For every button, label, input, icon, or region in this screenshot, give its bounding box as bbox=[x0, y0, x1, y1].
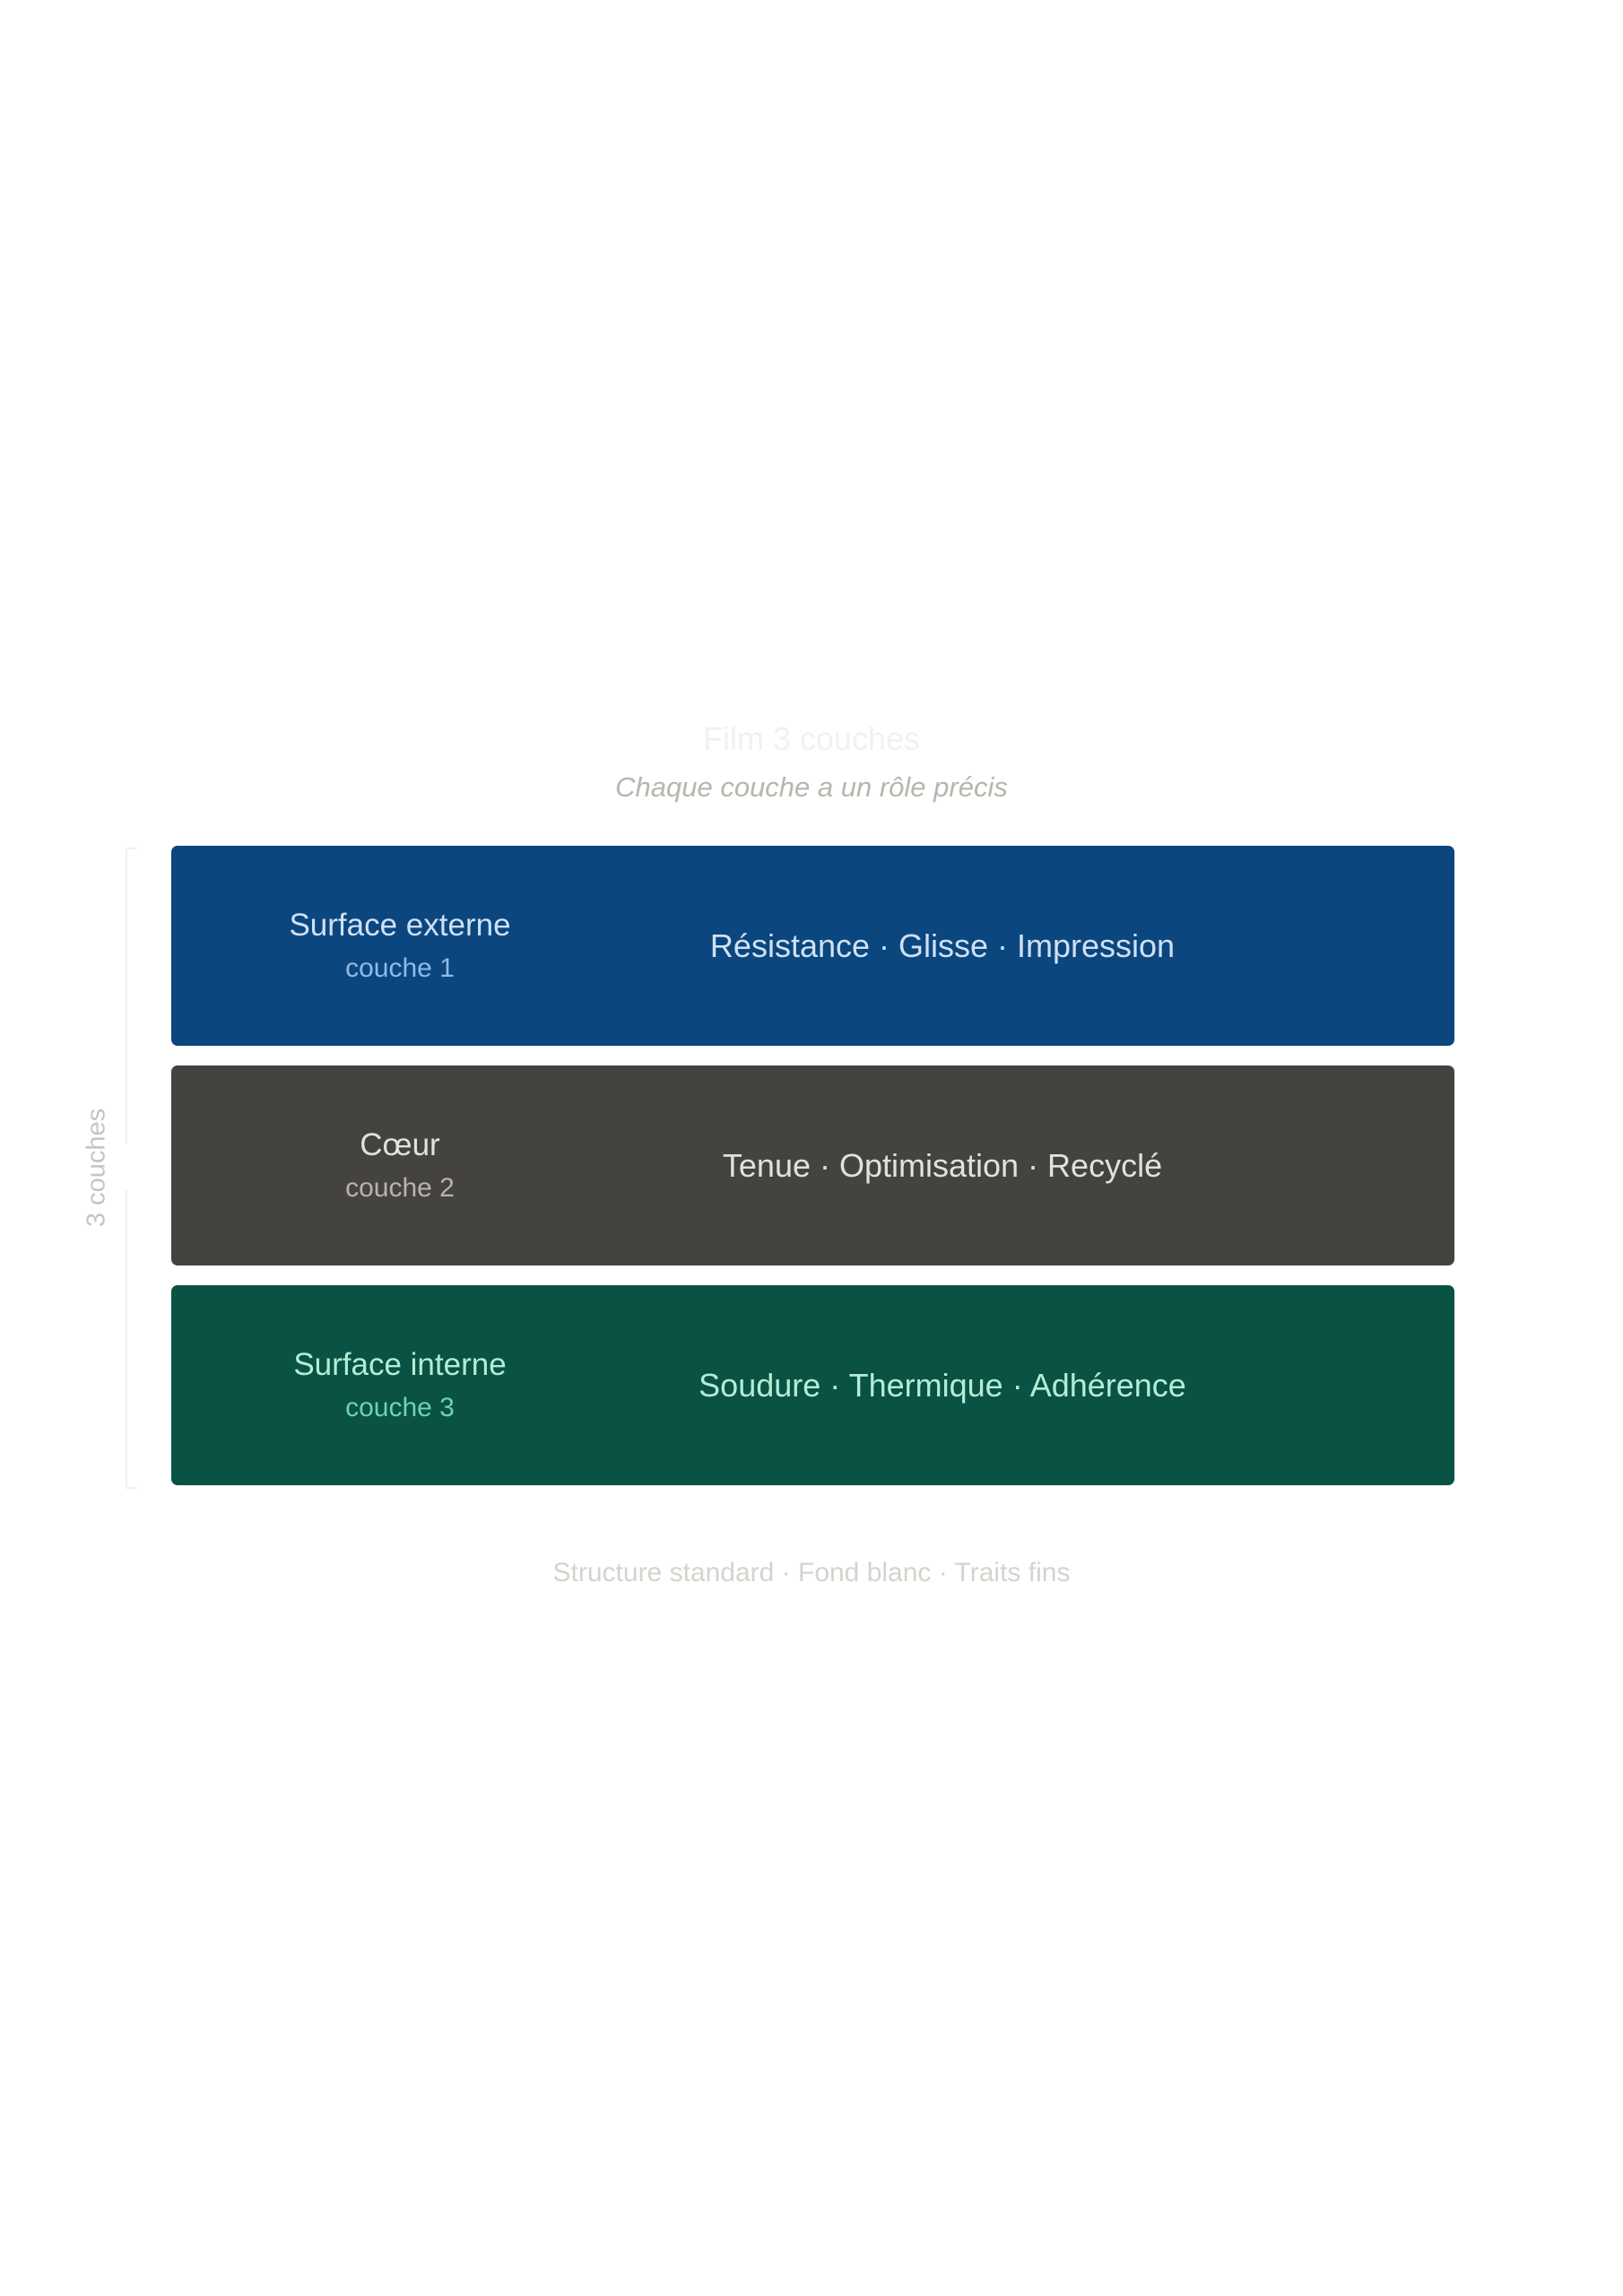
layer-core: Cœur couche 2 Tenue · Optimisation · Rec… bbox=[171, 1065, 1454, 1265]
layer-name-block: Surface externe couche 1 bbox=[171, 846, 629, 1046]
footer-note: Structure standard · Fond blanc · Traits… bbox=[552, 1558, 1071, 1587]
layer-properties: Soudure · Thermique · Adhérence bbox=[699, 1366, 1186, 1404]
layer-number: couche 1 bbox=[345, 952, 455, 983]
bracket-line-upper bbox=[126, 848, 127, 1144]
diagram-title: Film 3 couches bbox=[702, 720, 921, 757]
layer-number: couche 3 bbox=[345, 1392, 455, 1422]
layer-outer-surface: Surface externe couche 1 Résistance · Gl… bbox=[171, 846, 1454, 1046]
bracket-label-text: 3 couches bbox=[82, 1108, 111, 1228]
layer-name: Surface interne bbox=[293, 1346, 507, 1382]
layer-name: Surface externe bbox=[289, 907, 511, 943]
bracket-bottom-tick bbox=[126, 1487, 136, 1489]
diagram-subtitle: Chaque couche a un rôle précis bbox=[615, 771, 1008, 803]
layer-properties: Résistance · Glisse · Impression bbox=[709, 926, 1176, 964]
layer-name-block: Surface interne couche 3 bbox=[171, 1285, 629, 1485]
bracket-top-tick bbox=[126, 848, 136, 849]
layer-count-bracket bbox=[126, 848, 136, 1489]
layer-inner-surface: Surface interne couche 3 Soudure · Therm… bbox=[171, 1285, 1454, 1485]
layer-name-block: Cœur couche 2 bbox=[171, 1065, 629, 1265]
bracket-line-lower bbox=[126, 1190, 127, 1489]
layer-properties: Tenue · Optimisation · Recyclé bbox=[722, 1146, 1163, 1184]
layer-name: Cœur bbox=[360, 1126, 440, 1162]
layer-number: couche 2 bbox=[345, 1172, 455, 1203]
